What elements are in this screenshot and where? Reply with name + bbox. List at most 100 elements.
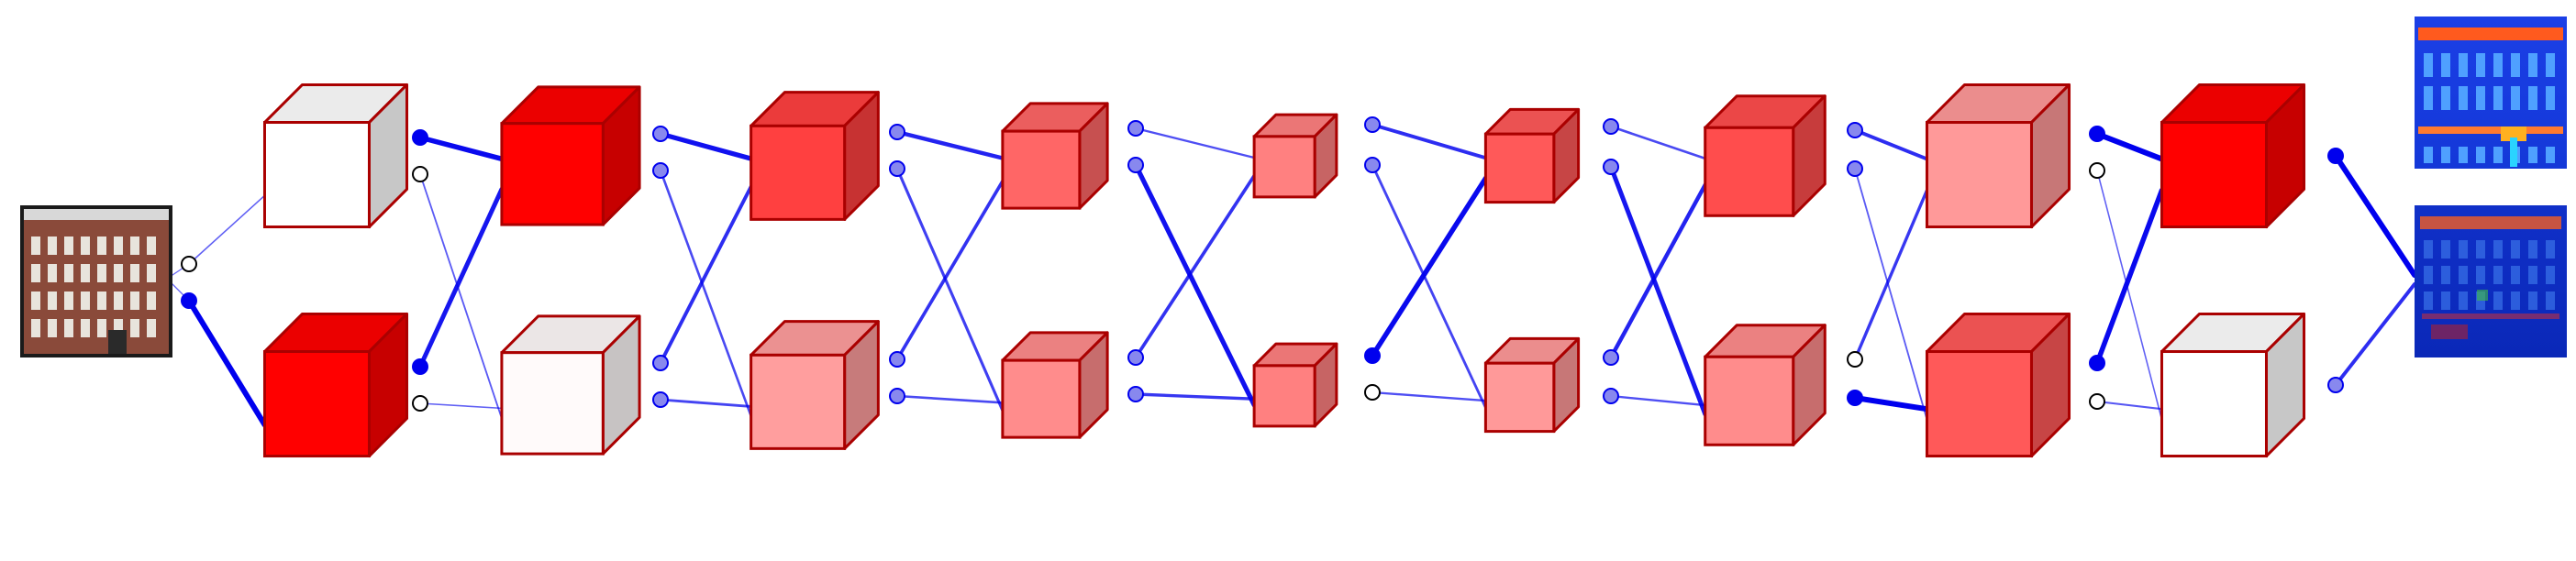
segmentation-map-1-cells xyxy=(2424,53,2555,163)
segmentation-cell xyxy=(2424,86,2433,110)
facade-window xyxy=(130,292,139,310)
facade-window xyxy=(64,292,73,310)
segmentation-cell xyxy=(2441,86,2450,110)
edge-out-bottom xyxy=(2334,282,2416,387)
facade-window xyxy=(97,236,106,255)
edge-stage-7-bb xyxy=(2095,400,2163,411)
probability-cell xyxy=(2546,292,2555,310)
connection-node xyxy=(1364,347,1381,364)
feature-block xyxy=(500,314,641,456)
probability-cell xyxy=(2441,240,2450,258)
feature-block xyxy=(1483,336,1581,434)
edge-stage-2-bb xyxy=(895,394,1005,404)
connection-node xyxy=(1603,388,1619,404)
facade-window xyxy=(114,319,123,337)
connection-node xyxy=(652,162,669,179)
segmentation-cell xyxy=(2476,53,2485,77)
feature-block-front xyxy=(1252,364,1316,428)
connection-node xyxy=(412,129,428,146)
edge-stage-1-bt xyxy=(659,184,753,365)
connection-node xyxy=(1364,157,1381,173)
probability-cell xyxy=(2424,292,2433,310)
edge-stage-5-tb xyxy=(1608,164,1708,417)
probability-cell xyxy=(2511,292,2520,310)
feature-block xyxy=(1925,82,2071,229)
feature-block-front xyxy=(749,353,847,450)
facade-window xyxy=(130,319,139,337)
segmentation-cell xyxy=(2511,53,2520,77)
connection-node xyxy=(1847,390,1863,406)
edge-in-top xyxy=(188,194,266,265)
facade-window xyxy=(130,236,139,255)
segmentation-cell xyxy=(2546,86,2555,110)
facade-window xyxy=(81,319,90,337)
probability-cell xyxy=(2424,240,2433,258)
input-image xyxy=(20,205,172,358)
feature-block-front xyxy=(1483,132,1556,204)
edge-stage-5-bb xyxy=(1609,394,1706,407)
facade-window xyxy=(114,236,123,255)
segmentation-cell xyxy=(2476,86,2485,110)
edge-stage-6-bt xyxy=(1853,188,1929,361)
connection-node xyxy=(2089,162,2105,179)
segmentation-cell xyxy=(2546,147,2555,163)
segmentation-cell xyxy=(2424,147,2433,163)
probability-cell xyxy=(2511,240,2520,258)
facade-window xyxy=(114,264,123,282)
feature-block-front xyxy=(1925,350,2033,458)
segmentation-cell xyxy=(2511,86,2520,110)
segmentation-cell xyxy=(2459,53,2468,77)
probability-cell xyxy=(2476,266,2485,284)
feature-block-front xyxy=(1252,135,1316,199)
edge-stage-1-tt xyxy=(658,131,754,161)
edge-stage-3-tt xyxy=(1134,126,1256,160)
edge-stage-4-tt xyxy=(1371,123,1488,160)
facade-window xyxy=(48,292,57,310)
edge-stage-3-bt xyxy=(1134,173,1256,359)
feature-block-front xyxy=(500,351,605,456)
edge-stage-4-bt xyxy=(1370,175,1489,358)
feature-block-front xyxy=(2160,350,2268,458)
edge-stage-4-tb xyxy=(1371,163,1487,409)
probability-cell xyxy=(2459,292,2468,310)
edge-stage-0-tb xyxy=(419,173,503,420)
segmentation-cell xyxy=(2441,147,2450,163)
feature-block xyxy=(2160,82,2306,229)
segmentation-cell xyxy=(2528,53,2537,77)
segmentation-cell xyxy=(2528,86,2537,110)
connection-node xyxy=(1603,118,1619,135)
probability-cell xyxy=(2528,266,2537,284)
probability-cell xyxy=(2493,266,2503,284)
edge-stage-5-bt xyxy=(1608,182,1707,360)
segmentation-cell xyxy=(2441,53,2450,77)
edge-out-top xyxy=(2333,153,2417,278)
feature-block xyxy=(500,85,641,226)
segmentation-cell xyxy=(2493,147,2503,163)
probability-cell xyxy=(2493,292,2503,310)
feature-block-front xyxy=(1483,361,1556,434)
facade-window xyxy=(97,264,106,282)
connection-node xyxy=(412,166,428,182)
facade-window xyxy=(97,292,106,310)
feature-block xyxy=(1252,342,1338,428)
feature-block-front xyxy=(262,121,371,229)
probability-cell xyxy=(2528,240,2537,258)
edge-stage-7-tb xyxy=(2096,170,2163,421)
probability-cell xyxy=(2424,266,2433,284)
facade-window xyxy=(147,264,156,282)
feature-blocks xyxy=(262,82,2306,458)
probability-cell xyxy=(2459,240,2468,258)
probability-cell xyxy=(2459,266,2468,284)
facade-window xyxy=(147,319,156,337)
edge-stage-6-tb xyxy=(1854,168,1928,421)
connection-node xyxy=(412,395,428,412)
edge-stage-0-bt xyxy=(417,186,505,369)
feature-block xyxy=(749,320,880,450)
connection-node xyxy=(181,256,197,272)
probability-cell xyxy=(2441,266,2450,284)
facade-window xyxy=(48,236,57,255)
feature-block xyxy=(1001,331,1109,439)
connection-node xyxy=(1364,116,1381,133)
feature-block xyxy=(1001,102,1109,210)
feature-block-front xyxy=(1925,121,2033,229)
